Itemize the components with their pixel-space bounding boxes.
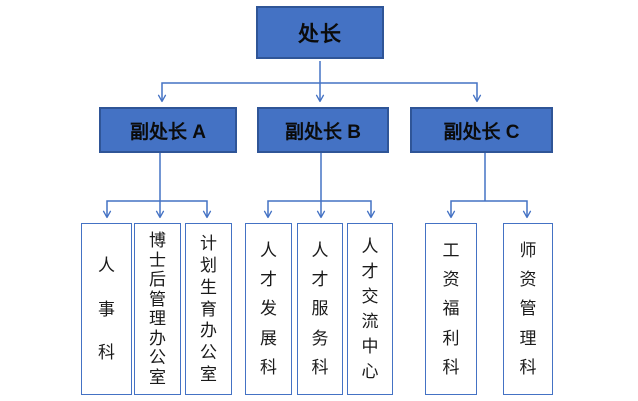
node-deputy-a: 副处长 A bbox=[99, 107, 237, 153]
vertical-char: 生 bbox=[200, 277, 217, 297]
node-director: 处长 bbox=[256, 6, 384, 59]
vertical-char: 福 bbox=[442, 299, 460, 319]
node-postdoc-admin-office: 博士后管理办公室 bbox=[134, 223, 181, 395]
vertical-char: 理 bbox=[149, 309, 166, 329]
vertical-char: 才 bbox=[260, 270, 277, 290]
node-talent-development-section-label: 人才发展科 bbox=[246, 224, 291, 394]
vertical-char: 事 bbox=[98, 299, 115, 319]
vertical-char: 中 bbox=[361, 337, 379, 356]
vertical-char: 服 bbox=[311, 299, 329, 319]
vertical-char: 流 bbox=[361, 312, 379, 331]
vertical-char: 公 bbox=[200, 343, 217, 363]
vertical-char: 科 bbox=[98, 343, 115, 363]
vertical-char: 展 bbox=[260, 328, 277, 348]
vertical-char: 务 bbox=[311, 328, 329, 348]
node-salary-welfare-section-label: 工资福利科 bbox=[426, 224, 476, 394]
vertical-char: 工 bbox=[442, 241, 460, 261]
vertical-char: 人 bbox=[98, 255, 115, 275]
node-family-planning-office: 计划生育办公室 bbox=[185, 223, 232, 395]
node-talent-development-section: 人才发展科 bbox=[245, 223, 292, 395]
vertical-char: 育 bbox=[200, 299, 217, 319]
connector-c-fork bbox=[446, 200, 532, 219]
node-salary-welfare-section: 工资福利科 bbox=[425, 223, 477, 395]
vertical-char: 划 bbox=[200, 255, 217, 275]
vertical-char: 资 bbox=[442, 270, 460, 290]
node-talent-exchange-center: 人才交流中心 bbox=[347, 223, 393, 395]
vertical-char: 资 bbox=[519, 270, 537, 290]
vertical-char: 才 bbox=[361, 262, 379, 281]
vertical-char: 室 bbox=[200, 365, 217, 385]
connector-root-fork bbox=[157, 82, 482, 103]
node-deputy-b-label: 副处长 B bbox=[284, 121, 361, 143]
vertical-char: 管 bbox=[149, 289, 166, 309]
node-deputy-c-label: 副处长 C bbox=[443, 121, 520, 143]
vertical-char: 心 bbox=[361, 362, 379, 381]
vertical-char: 室 bbox=[149, 367, 166, 387]
vertical-char: 科 bbox=[442, 357, 460, 377]
node-family-planning-office-label: 计划生育办公室 bbox=[186, 224, 231, 394]
vertical-char: 科 bbox=[311, 357, 329, 377]
node-deputy-c: 副处长 C bbox=[410, 107, 553, 153]
node-talent-service-section-label: 人才服务科 bbox=[298, 224, 342, 394]
connector-b-fork bbox=[263, 200, 376, 219]
vertical-char: 博 bbox=[149, 231, 166, 251]
vertical-char: 人 bbox=[311, 241, 329, 261]
vertical-char: 士 bbox=[149, 250, 166, 270]
node-talent-service-section: 人才服务科 bbox=[297, 223, 343, 395]
vertical-char: 利 bbox=[442, 328, 460, 348]
vertical-char: 科 bbox=[260, 357, 277, 377]
vertical-char: 人 bbox=[260, 241, 277, 261]
node-personnel-section: 人事科 bbox=[81, 223, 132, 395]
vertical-char: 发 bbox=[260, 299, 277, 319]
node-deputy-b: 副处长 B bbox=[257, 107, 389, 153]
vertical-char: 才 bbox=[311, 270, 329, 290]
vertical-char: 人 bbox=[361, 237, 379, 256]
node-postdoc-admin-office-label: 博士后管理办公室 bbox=[135, 224, 180, 394]
vertical-char: 理 bbox=[519, 328, 537, 348]
vertical-char: 后 bbox=[149, 270, 166, 290]
vertical-char: 办 bbox=[149, 328, 166, 348]
vertical-char: 师 bbox=[519, 241, 537, 261]
node-personnel-section-label: 人事科 bbox=[82, 224, 131, 394]
vertical-char: 交 bbox=[361, 287, 379, 306]
vertical-char: 公 bbox=[149, 348, 166, 368]
vertical-char: 管 bbox=[519, 299, 537, 319]
vertical-char: 科 bbox=[519, 357, 537, 377]
connector-a-fork bbox=[102, 200, 212, 219]
node-faculty-management-section: 师资管理科 bbox=[503, 223, 553, 395]
node-talent-exchange-center-label: 人才交流中心 bbox=[348, 224, 392, 394]
vertical-char: 计 bbox=[200, 233, 217, 253]
node-director-label: 处长 bbox=[298, 22, 342, 46]
node-deputy-a-label: 副处长 A bbox=[129, 121, 206, 143]
node-faculty-management-section-label: 师资管理科 bbox=[504, 224, 552, 394]
vertical-char: 办 bbox=[200, 321, 217, 341]
